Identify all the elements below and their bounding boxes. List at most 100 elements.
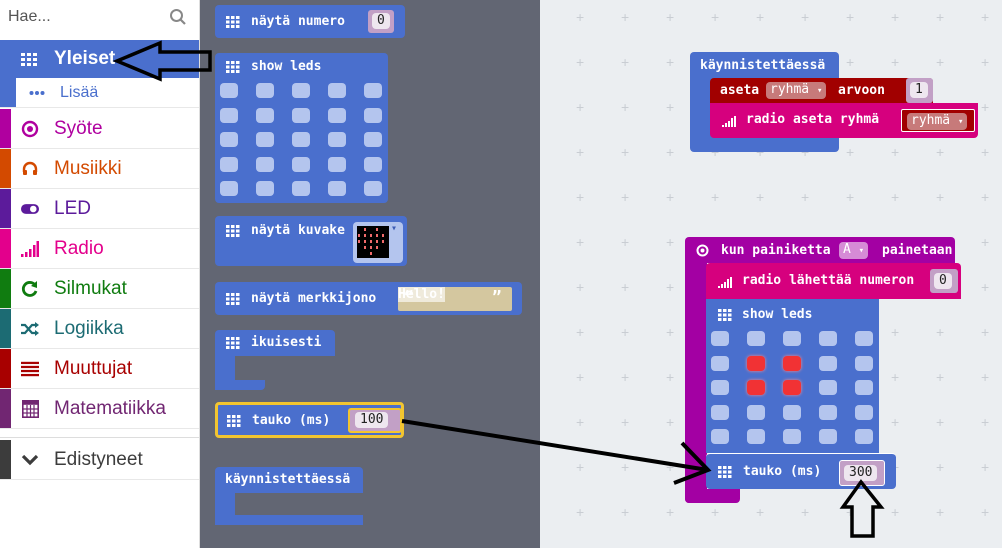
category-logiikka[interactable]: Logiikka [0, 309, 199, 349]
led-cell[interactable] [328, 107, 346, 123]
block-show-number[interactable]: näytä numero 0 [215, 5, 405, 38]
dropdown-arrow-icon: ▾ [816, 86, 823, 96]
led-cell[interactable] [855, 331, 873, 346]
led-cell[interactable] [819, 331, 837, 346]
grid-mark: + [891, 144, 900, 160]
led-cell[interactable] [711, 429, 729, 444]
category-silmukat[interactable]: Silmukat [0, 269, 199, 309]
led-cell[interactable] [855, 429, 873, 444]
category-matematiikka[interactable]: Matematiikka [0, 389, 199, 429]
led-cell[interactable] [292, 132, 310, 147]
toolbox: Yleiset Lisää Syöte Musiikki LED Ra [0, 0, 200, 548]
led-cell[interactable] [855, 355, 873, 371]
category-stripe [0, 189, 11, 228]
number-input[interactable]: 0 [368, 10, 394, 33]
block-show-leds[interactable]: show leds [706, 299, 879, 453]
string-input[interactable]: “ Hello! ” [398, 287, 512, 311]
search-input[interactable] [8, 4, 158, 30]
led-cell[interactable] [364, 83, 382, 98]
led-cell[interactable] [747, 380, 765, 395]
led-cell[interactable] [783, 429, 801, 444]
number-input[interactable]: 1 [906, 78, 933, 103]
icon-picker-dropdown[interactable]: ▾ [353, 222, 403, 263]
block-label: aseta [720, 83, 760, 98]
block-label: näytä merkkijono [251, 291, 377, 306]
led-cell[interactable] [819, 380, 837, 395]
led-cell[interactable] [711, 355, 729, 371]
block-label: tauko (ms) [743, 464, 822, 479]
led-cell[interactable] [711, 404, 729, 420]
led-cell[interactable] [747, 429, 765, 444]
led-cell[interactable] [364, 132, 382, 147]
block-pause[interactable]: tauko (ms) 100 [215, 402, 404, 438]
led-cell[interactable] [220, 181, 238, 196]
led-cell[interactable] [783, 331, 801, 346]
led-cell[interactable] [292, 107, 310, 123]
led-cell[interactable] [819, 429, 837, 444]
led-cell[interactable] [747, 404, 765, 420]
led-cell[interactable] [328, 156, 346, 172]
category-edistyneet[interactable]: Edistyneet [0, 440, 199, 480]
led-cell[interactable] [256, 181, 274, 196]
led-cell[interactable] [711, 331, 729, 346]
button-dropdown[interactable]: A ▾ [839, 242, 869, 259]
led-cell[interactable] [747, 355, 765, 371]
led-cell[interactable] [855, 380, 873, 395]
block-show-icon[interactable]: näytä kuvake ▾ [215, 216, 407, 266]
led-cell[interactable] [220, 83, 238, 98]
led-cell[interactable] [328, 181, 346, 196]
block-radio-set-group[interactable]: radio aseta ryhmä ryhmä ▾ [710, 103, 978, 138]
category-radio[interactable]: Radio [0, 229, 199, 269]
number-input[interactable]: 0 [930, 269, 958, 293]
category-led[interactable]: LED [0, 189, 199, 229]
grid-mark: + [936, 459, 945, 475]
led-cell[interactable] [220, 107, 238, 123]
variable-name: ryhmä [911, 113, 951, 128]
category-muuttujat[interactable]: Muuttujat [0, 349, 199, 389]
category-musiikki[interactable]: Musiikki [0, 149, 199, 189]
led-cell[interactable] [819, 404, 837, 420]
led-cell[interactable] [292, 156, 310, 172]
variable-dropdown[interactable]: ryhmä ▾ [907, 113, 968, 130]
led-cell[interactable] [819, 355, 837, 371]
category-yleiset[interactable]: Yleiset [0, 40, 199, 78]
block-radio-send-number[interactable]: radio lähettää numeron 0 [706, 263, 961, 299]
led-cell[interactable] [256, 132, 274, 147]
block-label: tauko (ms) [252, 413, 331, 428]
led-cell[interactable] [328, 132, 346, 147]
block-show-leds[interactable]: show leds [215, 53, 388, 203]
grid-mark: + [621, 54, 630, 70]
category-lisaa[interactable]: Lisää [0, 78, 199, 108]
block-pause[interactable]: tauko (ms) 300 [706, 453, 896, 489]
search-icon[interactable] [169, 8, 187, 26]
led-cell[interactable] [364, 181, 382, 196]
led-cell[interactable] [783, 404, 801, 420]
category-syote[interactable]: Syöte [0, 109, 199, 149]
category-label: Syöte [54, 118, 103, 139]
number-input[interactable]: 100 [348, 408, 402, 433]
led-cell[interactable] [292, 181, 310, 196]
led-cell[interactable] [747, 331, 765, 346]
led-cell[interactable] [783, 380, 801, 395]
led-cell[interactable] [220, 156, 238, 172]
category-stripe [0, 389, 11, 428]
led-cell[interactable] [364, 156, 382, 172]
led-cell[interactable] [711, 380, 729, 395]
workspace-canvas[interactable]: ++++++++++++++++++++++++++++++++++++++++… [540, 0, 1002, 548]
block-show-string[interactable]: näytä merkkijono “ Hello! ” [215, 282, 522, 315]
led-cell[interactable] [292, 83, 310, 98]
led-cell[interactable] [328, 83, 346, 98]
grid-icon [226, 337, 240, 349]
led-cell[interactable] [256, 107, 274, 123]
led-cell[interactable] [256, 156, 274, 172]
led-cell[interactable] [783, 355, 801, 371]
block-set-variable[interactable]: aseta ryhmä ▾ arvoon 1 [710, 78, 933, 103]
led-cell[interactable] [256, 83, 274, 98]
led-cell[interactable] [855, 404, 873, 420]
variable-dropdown[interactable]: ryhmä ▾ [766, 82, 827, 99]
led-cell[interactable] [220, 132, 238, 147]
led-cell[interactable] [364, 107, 382, 123]
number-input[interactable]: 300 [839, 460, 885, 486]
grid-icon [226, 293, 240, 305]
variable-reporter[interactable]: ryhmä ▾ [901, 109, 975, 132]
